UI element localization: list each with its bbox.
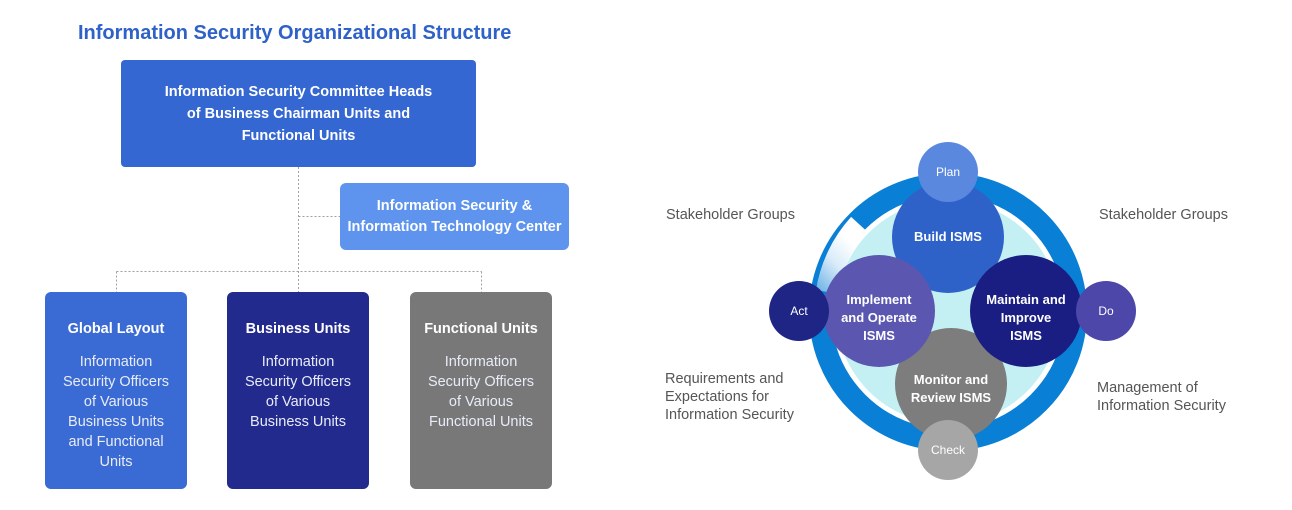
committee-box: Information Security Committee Heads of …: [121, 60, 476, 167]
isms-implement-circle: [823, 255, 935, 367]
unit-heading: Functional Units: [424, 321, 538, 337]
unit-heading: Global Layout: [67, 321, 165, 337]
plan-circle: [918, 142, 978, 202]
do-label: Do: [1098, 304, 1114, 318]
stakeholder-groups-left: Stakeholder Groups: [666, 207, 795, 223]
isms-maintain-label: Maintain and Improve ISMS: [984, 290, 1068, 346]
unit-functional-units: Functional Units Information Security Of…: [410, 292, 552, 489]
unit-description: Information Security Officers of Various…: [427, 354, 535, 430]
requirements-label: Requirements and Expectations for Inform…: [665, 371, 794, 423]
unit-description: Information Security Officers of Various…: [244, 354, 352, 430]
check-circle: [918, 420, 978, 480]
plan-label: Plan: [935, 165, 961, 179]
unit-heading: Business Units: [245, 321, 351, 337]
unit-description: Information Security Officers of Various…: [62, 354, 170, 470]
isms-build-label: Build ISMS: [914, 229, 982, 244]
isms-maintain-text: Maintain and Improve ISMS: [986, 292, 1066, 343]
isms-implement-label: Implement and Operate ISMS: [834, 290, 924, 346]
stakeholder-groups-right: Stakeholder Groups: [1099, 207, 1228, 223]
committee-label: Information Security Committee Heads of …: [164, 83, 433, 144]
unit-global-layout: Global Layout Information Security Offic…: [45, 292, 187, 489]
do-circle: [1076, 281, 1136, 341]
act-circle: [769, 281, 829, 341]
unit-business-units: Business Units Information Security Offi…: [227, 292, 369, 489]
isms-monitor-circle: [895, 328, 1007, 440]
isms-implement-text: Implement and Operate ISMS: [841, 292, 917, 343]
it-center-box: Information Security & Information Techn…: [340, 183, 569, 250]
isms-monitor-text: Monitor and Review ISMS: [910, 372, 992, 405]
check-label: Check: [930, 443, 965, 457]
isms-build-circle: [892, 181, 1004, 293]
isms-maintain-circle: [970, 255, 1082, 367]
act-label: Act: [790, 304, 808, 318]
isms-monitor-label: Monitor and Review ISMS: [908, 361, 994, 417]
org-title: Information Security Organizational Stru…: [78, 22, 512, 44]
it-center-label: Information Security & Information Techn…: [347, 197, 562, 235]
management-label: Management of Information Security: [1097, 380, 1226, 414]
